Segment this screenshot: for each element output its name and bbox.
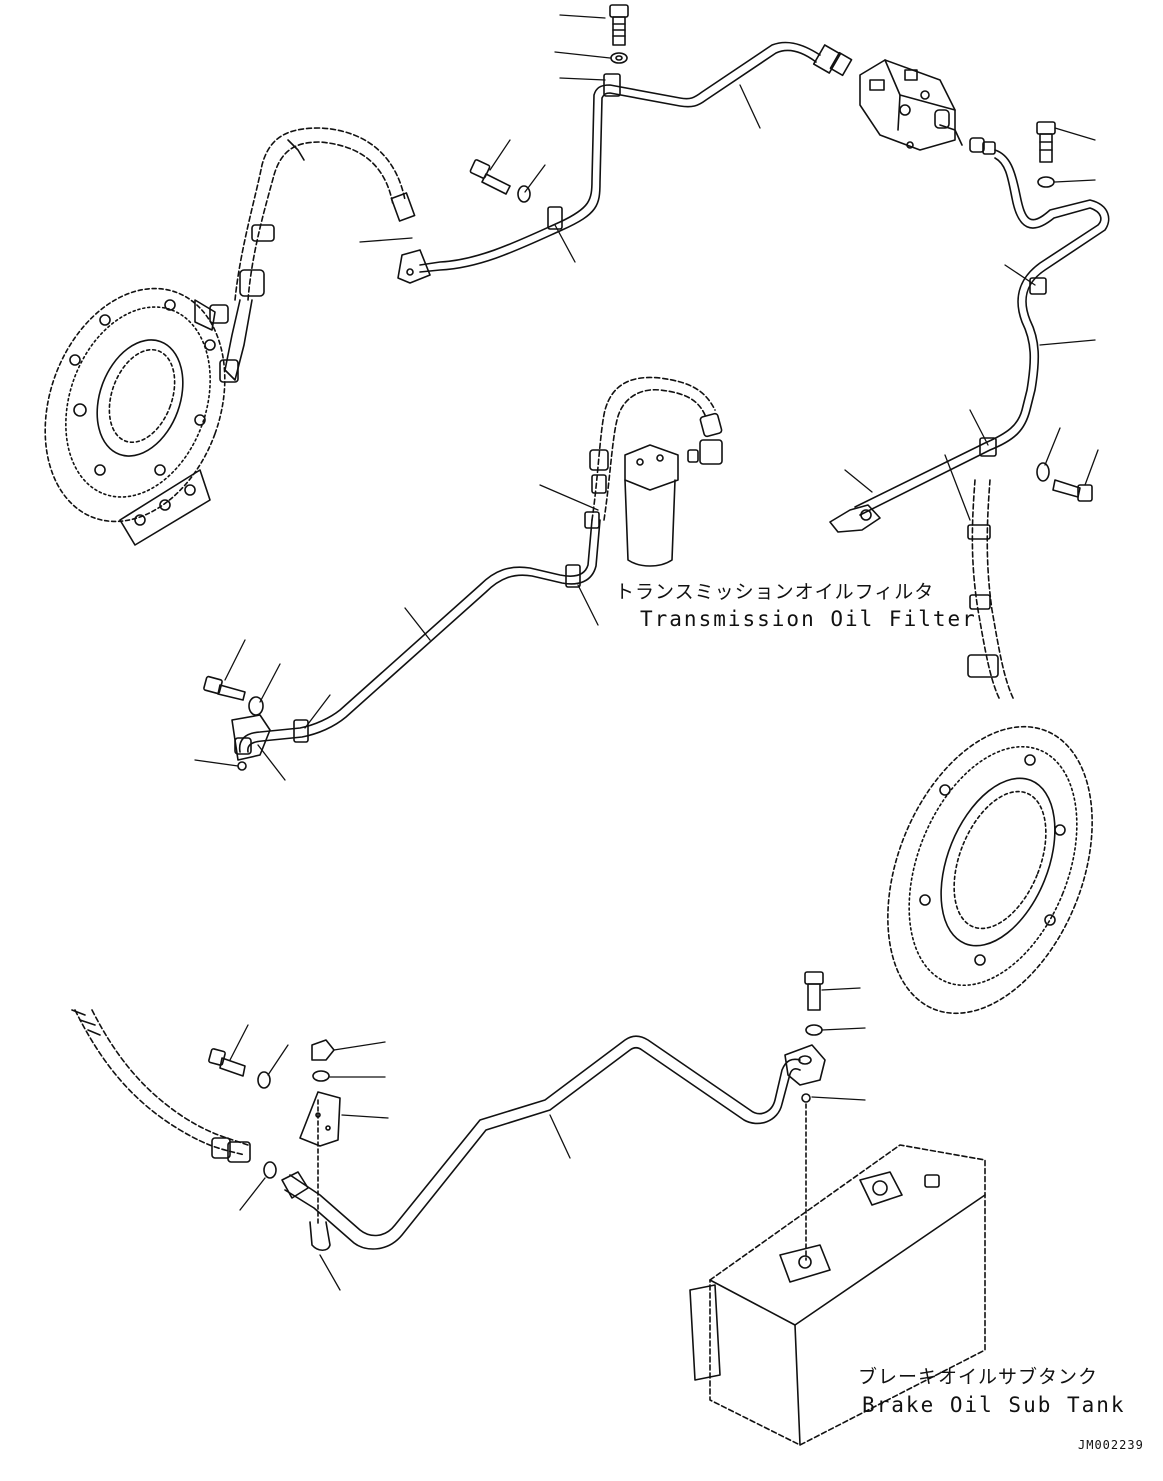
transmission-oil-filter (589, 376, 723, 567)
mid-bolt (469, 159, 531, 203)
middle-brake-pipe (231, 511, 601, 761)
brake-oil-sub-tank-label-en: Brake Oil Sub Tank (862, 1393, 1126, 1417)
bottom-bracket (208, 1039, 341, 1252)
transmission-oil-filter-label-en: Transmission Oil Filter (640, 607, 977, 631)
brake-oil-sub-tank (689, 1144, 986, 1446)
brake-oil-sub-tank-label-jp: ブレーキオイルサブタンク (858, 1366, 1099, 1388)
control-valve (859, 59, 996, 155)
drawing-code: JM002239 (1078, 1438, 1144, 1452)
right-brake-pipe (829, 149, 1110, 533)
top-bolt (609, 4, 629, 64)
transmission-oil-filter-label-jp: トランスミッションオイルフィルタ (615, 581, 935, 603)
right-bolt (1036, 121, 1093, 502)
bottom-right-bolt (801, 971, 824, 1261)
top-brake-pipe (397, 41, 853, 284)
right-brake-disc (887, 725, 1093, 1015)
left-brake-disc (44, 287, 226, 546)
right-brake-hose (967, 479, 1015, 701)
bottom-brake-pipe (71, 1009, 826, 1250)
leader-lines (194, 14, 1099, 1291)
left-brake-hose (209, 127, 416, 383)
